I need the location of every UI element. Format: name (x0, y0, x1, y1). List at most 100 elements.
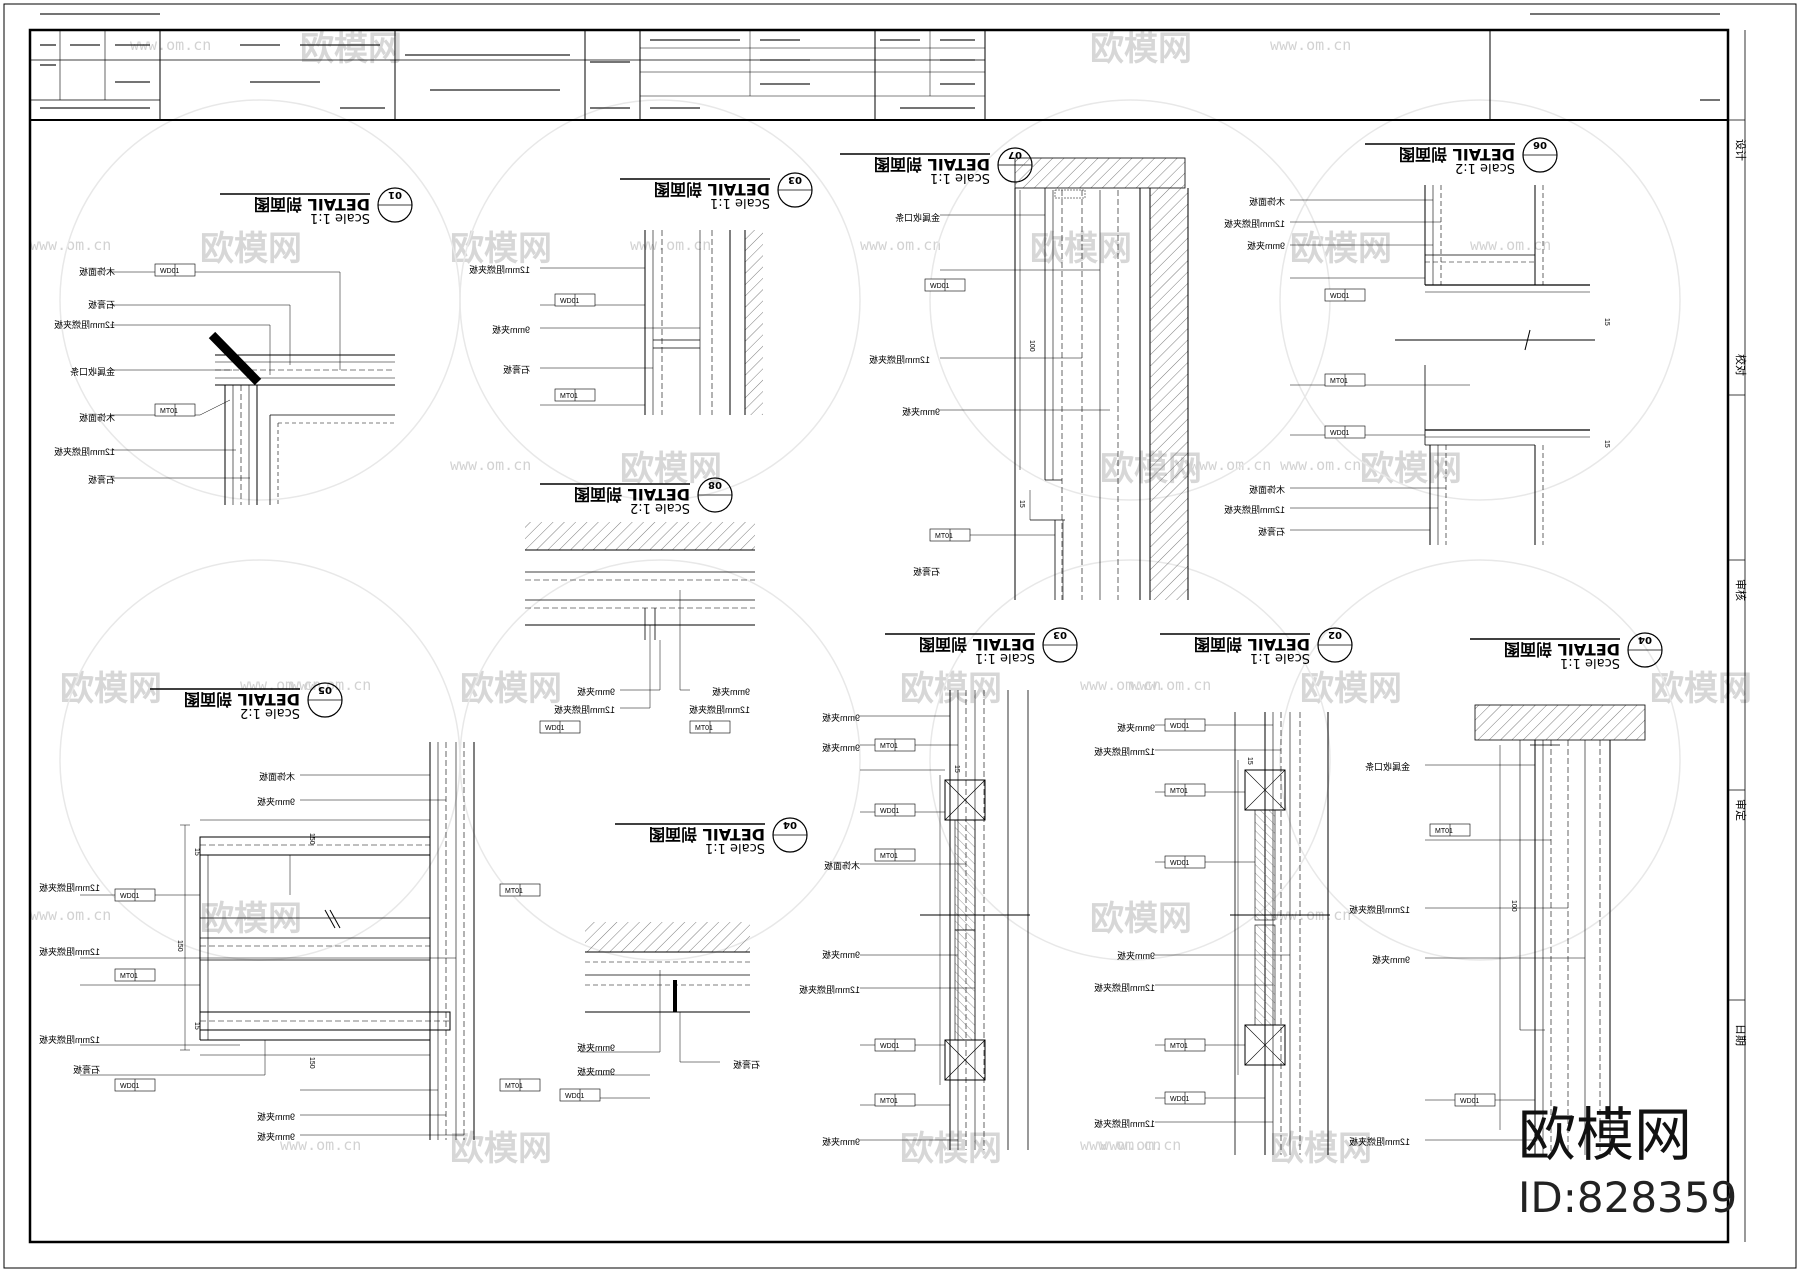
annotation-tag: WD01 (539, 720, 581, 734)
detail-scale: Scale 1:1 (705, 840, 765, 855)
annotation-label: 石膏板 (503, 364, 530, 375)
annotation-tag: MT01 (499, 1078, 541, 1092)
annotation-tag: MT01 (1164, 1038, 1206, 1052)
annotation-label: 9mm夹板 (822, 949, 860, 960)
annotation-label: 12mm阻燃夹板 (54, 319, 115, 330)
watermark-brand: 欧模网 (200, 229, 302, 269)
annotation-tag: WD01 (559, 1088, 601, 1102)
annotation-code: WD01 (1460, 1098, 1480, 1105)
watermark-brand: 欧模网 (1030, 229, 1132, 269)
dimension-label: 15 (953, 765, 960, 773)
annotation-code: MT01 (880, 1098, 898, 1105)
detail-scale: Scale 1:2 (240, 705, 300, 720)
watermark-brand: 欧模网 (1270, 1129, 1372, 1169)
annotation-code: WD01 (1330, 430, 1350, 437)
annotation-tag: WD01 (1164, 855, 1206, 869)
watermark-url: www.om.cn (1190, 456, 1271, 474)
watermark-url: www.om.cn (280, 1136, 361, 1154)
watermark-brand: 欧模网 (1650, 669, 1752, 709)
annotation-code: WD01 (880, 1043, 900, 1050)
annotation-code: WD01 (120, 1083, 140, 1090)
annotation-code: WD01 (565, 1093, 585, 1100)
detail-number: 07 (1008, 149, 1022, 160)
detail-title-text: DETAIL 剖面图 (654, 180, 770, 199)
detail-scale: Scale 1:2 (630, 500, 690, 515)
annotation-label: 9mm夹板 (577, 1042, 615, 1053)
annotation-label: 9mm夹板 (1372, 954, 1410, 965)
detail-scale: Scale 1:1 (930, 170, 990, 185)
annotation-code: WD01 (545, 725, 565, 732)
side-item-4: 日期 (1734, 1024, 1747, 1046)
annotation-code: WD01 (1170, 1096, 1190, 1103)
watermark-url: www.om.cn (1280, 456, 1361, 474)
annotation-label: 9mm夹板 (822, 1136, 860, 1147)
annotation-label: 木饰面板 (79, 266, 115, 277)
watermark-url: www.om.cn (290, 676, 371, 694)
annotation-code: WD01 (560, 298, 580, 305)
detail-scale: Scale 1:1 (1250, 650, 1310, 665)
annotation-label: 9mm夹板 (257, 1111, 295, 1122)
annotation-label: 9mm夹板 (712, 686, 750, 697)
watermark-url: www.om.cn (1470, 236, 1551, 254)
outer-border (3, 3, 1797, 1269)
dimension-label: 100 (1510, 900, 1517, 912)
dimension-label: 150 (176, 940, 183, 952)
dimension-label: 15 (1018, 500, 1025, 508)
annotation-label: 石膏板 (88, 474, 115, 485)
watermark-ring (1279, 559, 1681, 961)
annotation-tag: WD01 (1454, 1093, 1496, 1107)
watermark-ring (59, 99, 461, 501)
annotation-code: WD01 (1170, 860, 1190, 867)
detail-02-drawing (1155, 712, 1330, 1155)
detail-07-drawing (940, 157, 1189, 600)
watermark-brand: 欧模网 (900, 1129, 1002, 1169)
watermark-url: www.om.cn (30, 906, 111, 924)
annotation-label: 12mm阻燃夹板 (554, 704, 615, 715)
detail-number: 03 (1053, 629, 1067, 640)
title-block (30, 13, 1728, 121)
watermark-brand: 欧模网 (1090, 899, 1192, 939)
watermark-url: www.om.cn (450, 456, 531, 474)
annotation-label: 9mm夹板 (822, 742, 860, 753)
detail-title-text: DETAIL 剖面图 (184, 690, 300, 709)
detail-04-drawing (580, 922, 750, 1099)
annotation-label: 12mm阻燃夹板 (469, 264, 530, 275)
annotation-label: 木饰面板 (1249, 484, 1285, 495)
detail-05-drawing (80, 742, 475, 1140)
watermark-brand: 欧模网 (1090, 29, 1192, 69)
detail-number: 06 (1533, 139, 1547, 150)
watermark-layer: 欧模网 www.om.cn 欧模网 www.om.cn 欧模网 www.om.cn 欧模网 w… (30, 29, 1752, 1169)
detail-03-mid-drawing (525, 522, 755, 709)
brand-id: ID:828359 (1518, 1173, 1737, 1222)
annotation-label: 12mm阻燃夹板 (39, 1034, 100, 1045)
annotation-tag: MT01 (874, 738, 916, 752)
detail-number: 02 (1328, 629, 1342, 640)
annotation-code: MT01 (120, 973, 138, 980)
watermark-brand: 欧模网 (450, 229, 552, 269)
watermark-brand: 欧模网 (200, 899, 302, 939)
watermark-url: www.om.cn (860, 236, 941, 254)
annotation-label: 12mm阻燃夹板 (39, 946, 100, 957)
annotation-code: MT01 (1170, 788, 1188, 795)
detail-scale: Scale 1:1 (975, 650, 1035, 665)
annotation-tag: MT01 (1324, 373, 1366, 387)
annotation-code: MT01 (160, 408, 178, 415)
watermark-url: www.om.cn (130, 36, 211, 54)
annotation-label: 9mm夹板 (577, 1066, 615, 1077)
annotation-code: MT01 (1170, 1043, 1188, 1050)
annotation-tag: MT01 (1164, 783, 1206, 797)
detail-scale: Scale 1:1 (310, 210, 370, 225)
annotation-label: 12mm阻燃夹板 (689, 704, 750, 715)
annotation-tag: MT01 (874, 848, 916, 862)
annotation-code: MT01 (880, 853, 898, 860)
annotation-code: MT01 (1435, 828, 1453, 835)
annotation-label: 12mm阻燃夹板 (54, 446, 115, 457)
annotation-tag: MT01 (114, 968, 156, 982)
annotation-label: 9mm夹板 (1247, 240, 1285, 251)
annotation-tag: MT01 (689, 720, 731, 734)
annotation-tag: WD01 (874, 803, 916, 817)
annotation-code: MT01 (695, 725, 713, 732)
annotation-code: MT01 (505, 888, 523, 895)
